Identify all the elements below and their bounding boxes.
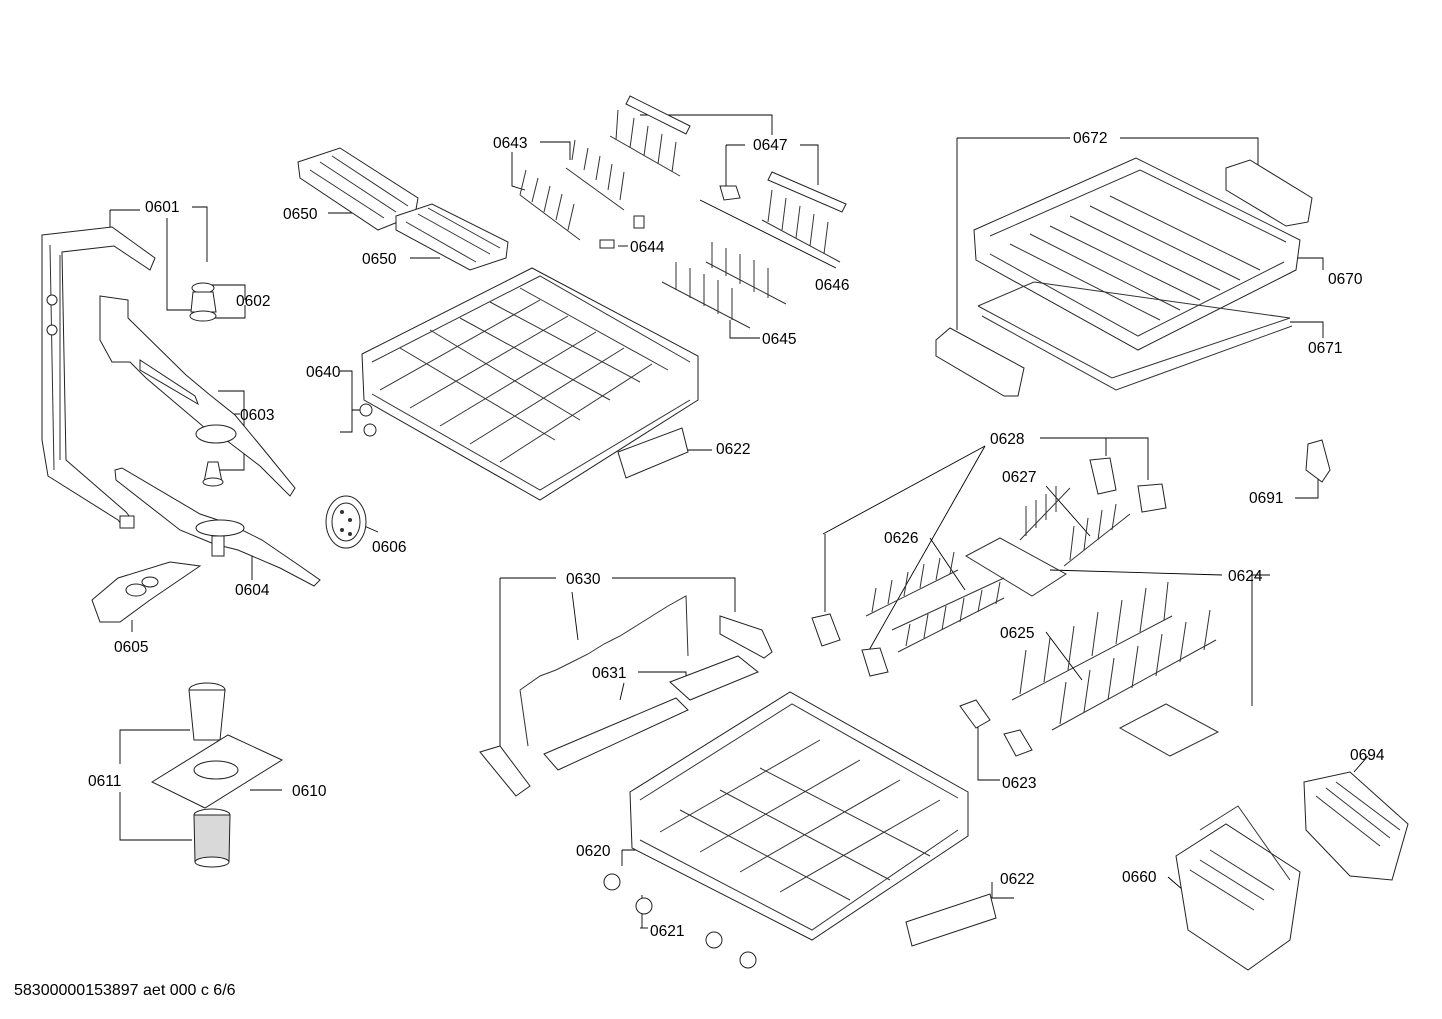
label-0640: 0640 <box>306 364 341 381</box>
tine-row-0626 <box>865 551 1005 653</box>
label-0691: 0691 <box>1249 490 1283 507</box>
label-0604: 0604 <box>235 582 270 599</box>
label-0644: 0644 <box>630 239 665 256</box>
label-0647: 0647 <box>753 137 787 154</box>
label-0622-bottom: 0622 <box>1000 871 1034 888</box>
clips-0644 <box>599 215 645 249</box>
leader-lines <box>109 114 1369 929</box>
nozzle-0602 <box>189 282 217 322</box>
tray-frame-0671 <box>977 281 1293 391</box>
cutlery-insert-0631 <box>543 655 759 771</box>
tray-rail-0672 <box>935 159 1313 397</box>
wire-0630 <box>479 595 773 797</box>
label-0606: 0606 <box>372 539 406 556</box>
label-0624: 0624 <box>1228 568 1263 585</box>
label-0610: 0610 <box>292 783 327 800</box>
label-0611: 0611 <box>88 773 121 790</box>
cutlery-tray-0670 <box>973 157 1301 351</box>
label-0601: 0601 <box>145 199 179 216</box>
tine-rack-0647 <box>609 95 847 263</box>
label-0645: 0645 <box>762 331 796 348</box>
label-0631: 0631 <box>592 665 626 682</box>
cutlery-basket-0694 <box>1303 771 1409 881</box>
wheels-0621 <box>603 873 757 969</box>
label-0602: 0602 <box>236 293 270 310</box>
cutlery-basket-0660 <box>1175 805 1301 971</box>
spray-pipe-0601 <box>41 226 156 529</box>
lower-spray-arm-0604 <box>114 467 321 587</box>
label-0625: 0625 <box>1000 625 1034 642</box>
part-labels: 0601 0602 0603 0604 0605 0606 0610 0611 … <box>88 130 1385 940</box>
label-0620: 0620 <box>576 843 611 860</box>
filter-wheel-0606 <box>325 495 367 549</box>
basket-handle-0622-bottom <box>905 893 997 947</box>
basket-handle-0622-top <box>617 427 689 479</box>
filter-assembly-0610 <box>150 682 284 809</box>
label-0643: 0643 <box>493 135 527 152</box>
label-0660: 0660 <box>1122 869 1157 886</box>
fine-filter-0611 <box>193 808 231 868</box>
tine-rack-0645 <box>661 242 787 329</box>
document-id: 58300000153897 aet 000 c 6/6 <box>14 982 236 999</box>
label-0650-b: 0650 <box>362 251 397 268</box>
sieve-cover-0605 <box>91 561 202 623</box>
upper-spray-arm-0603 <box>99 295 296 497</box>
label-0646: 0646 <box>815 277 849 294</box>
tine-row-0625 <box>1011 581 1217 731</box>
cutlery-insert-0650-b <box>395 203 509 271</box>
label-0671: 0671 <box>1308 340 1342 357</box>
upper-basket-0640 <box>359 267 699 501</box>
label-0623: 0623 <box>1002 775 1036 792</box>
label-0603: 0603 <box>240 407 274 424</box>
label-0630: 0630 <box>566 571 601 588</box>
label-0605: 0605 <box>114 639 148 656</box>
label-0621: 0621 <box>650 923 684 940</box>
clip-set-0624 <box>964 537 1220 757</box>
tine-row-0627 <box>1019 486 1131 567</box>
label-0622-top: 0622 <box>716 441 750 458</box>
lower-basket-0620 <box>629 691 969 941</box>
clip-0691 <box>1305 439 1331 483</box>
label-0672: 0672 <box>1073 130 1107 147</box>
label-0670: 0670 <box>1328 271 1363 288</box>
label-0694: 0694 <box>1350 747 1385 764</box>
tine-rack-0643 <box>519 139 625 241</box>
label-0628: 0628 <box>990 431 1024 448</box>
label-0626: 0626 <box>884 530 918 547</box>
holders-0623 <box>959 699 1033 757</box>
label-0650-a: 0650 <box>283 206 318 223</box>
label-0627: 0627 <box>1002 469 1036 486</box>
holders-0628 <box>811 457 1167 677</box>
